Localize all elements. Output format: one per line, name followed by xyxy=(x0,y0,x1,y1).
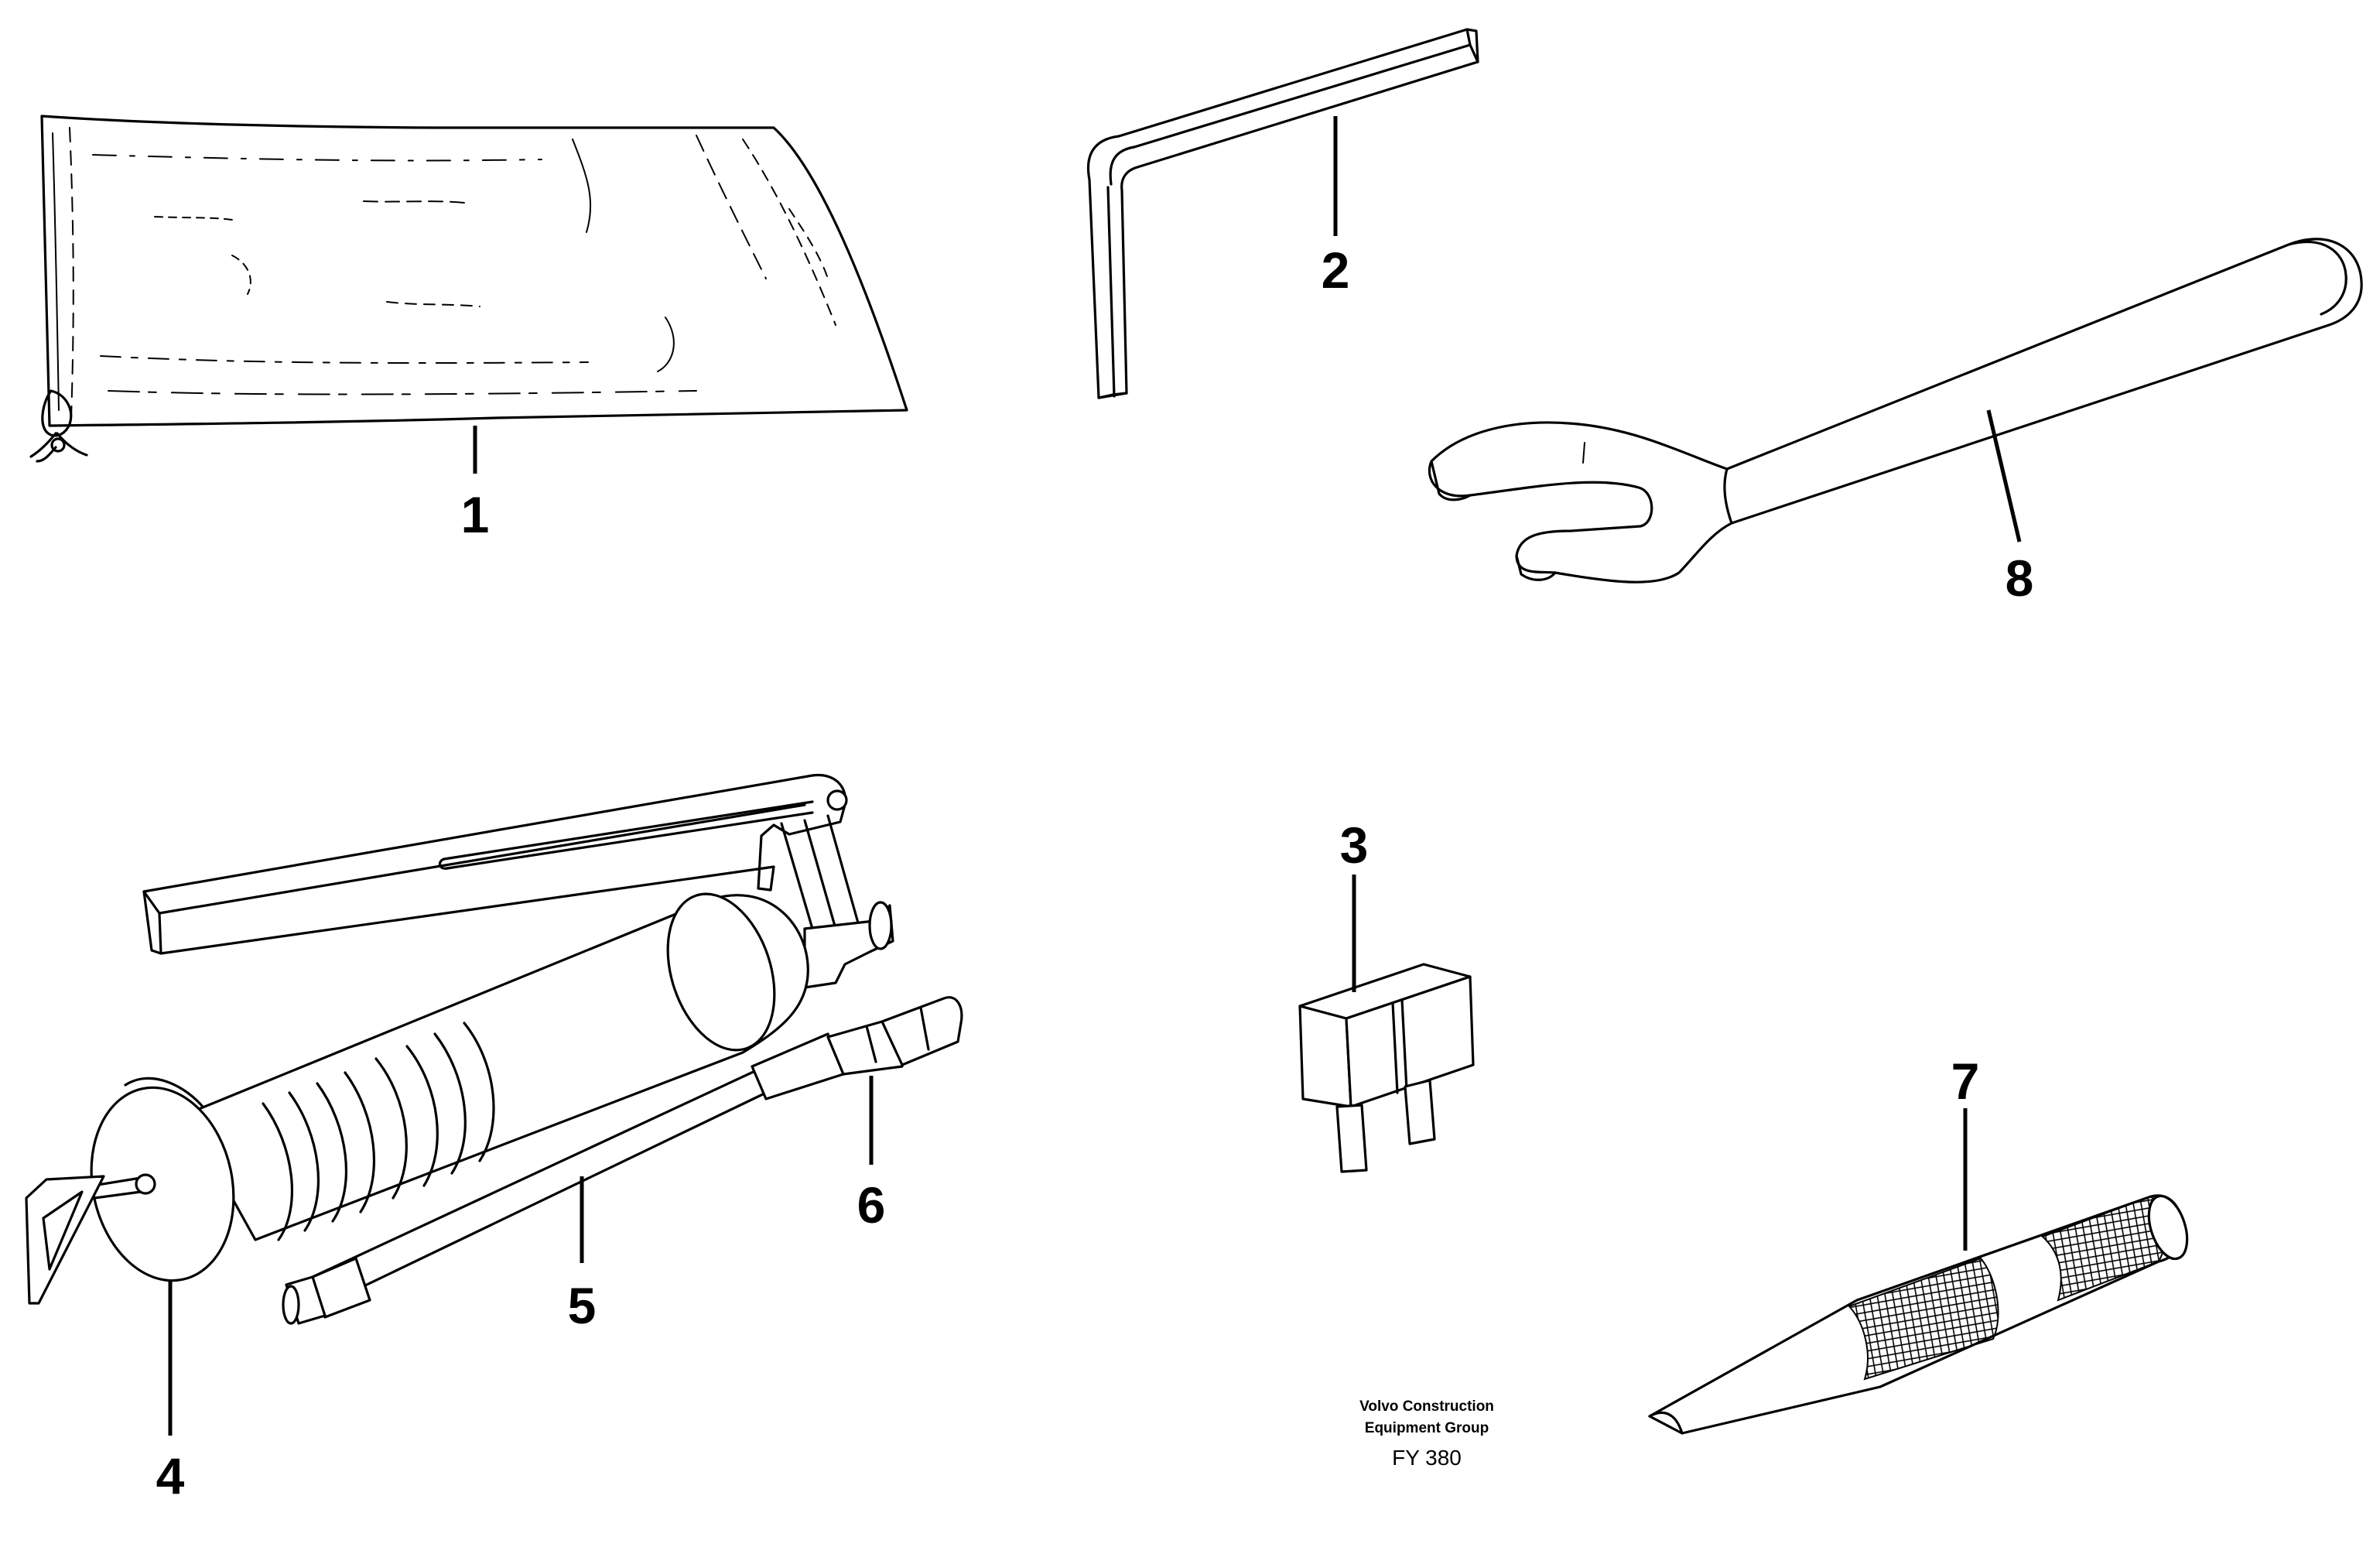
wrench-illustration xyxy=(1428,238,2363,584)
callout-7: 7 xyxy=(1951,1053,1980,1110)
hex-key-illustration xyxy=(1086,28,1479,399)
callout-4: 4 xyxy=(156,1447,185,1504)
callout-8: 8 xyxy=(2006,549,2034,607)
callout-3: 3 xyxy=(1340,816,1369,874)
center-punch-illustration xyxy=(1648,1194,2189,1435)
grease-gun-illustration xyxy=(25,773,963,1325)
footer-figure-code: FY 380 xyxy=(1392,1446,1462,1470)
leader-line-8 xyxy=(1986,409,2022,543)
callout-5: 5 xyxy=(568,1277,597,1334)
footer-company-line2: Equipment Group xyxy=(1365,1420,1489,1436)
footer-company-line1: Volvo Construction xyxy=(1359,1398,1494,1415)
callout-6: 6 xyxy=(857,1176,886,1234)
blade-fuse-illustration xyxy=(1298,963,1475,1173)
callout-1: 1 xyxy=(461,486,490,543)
callout-2: 2 xyxy=(1322,241,1350,299)
tool-bag-illustration xyxy=(29,115,908,463)
